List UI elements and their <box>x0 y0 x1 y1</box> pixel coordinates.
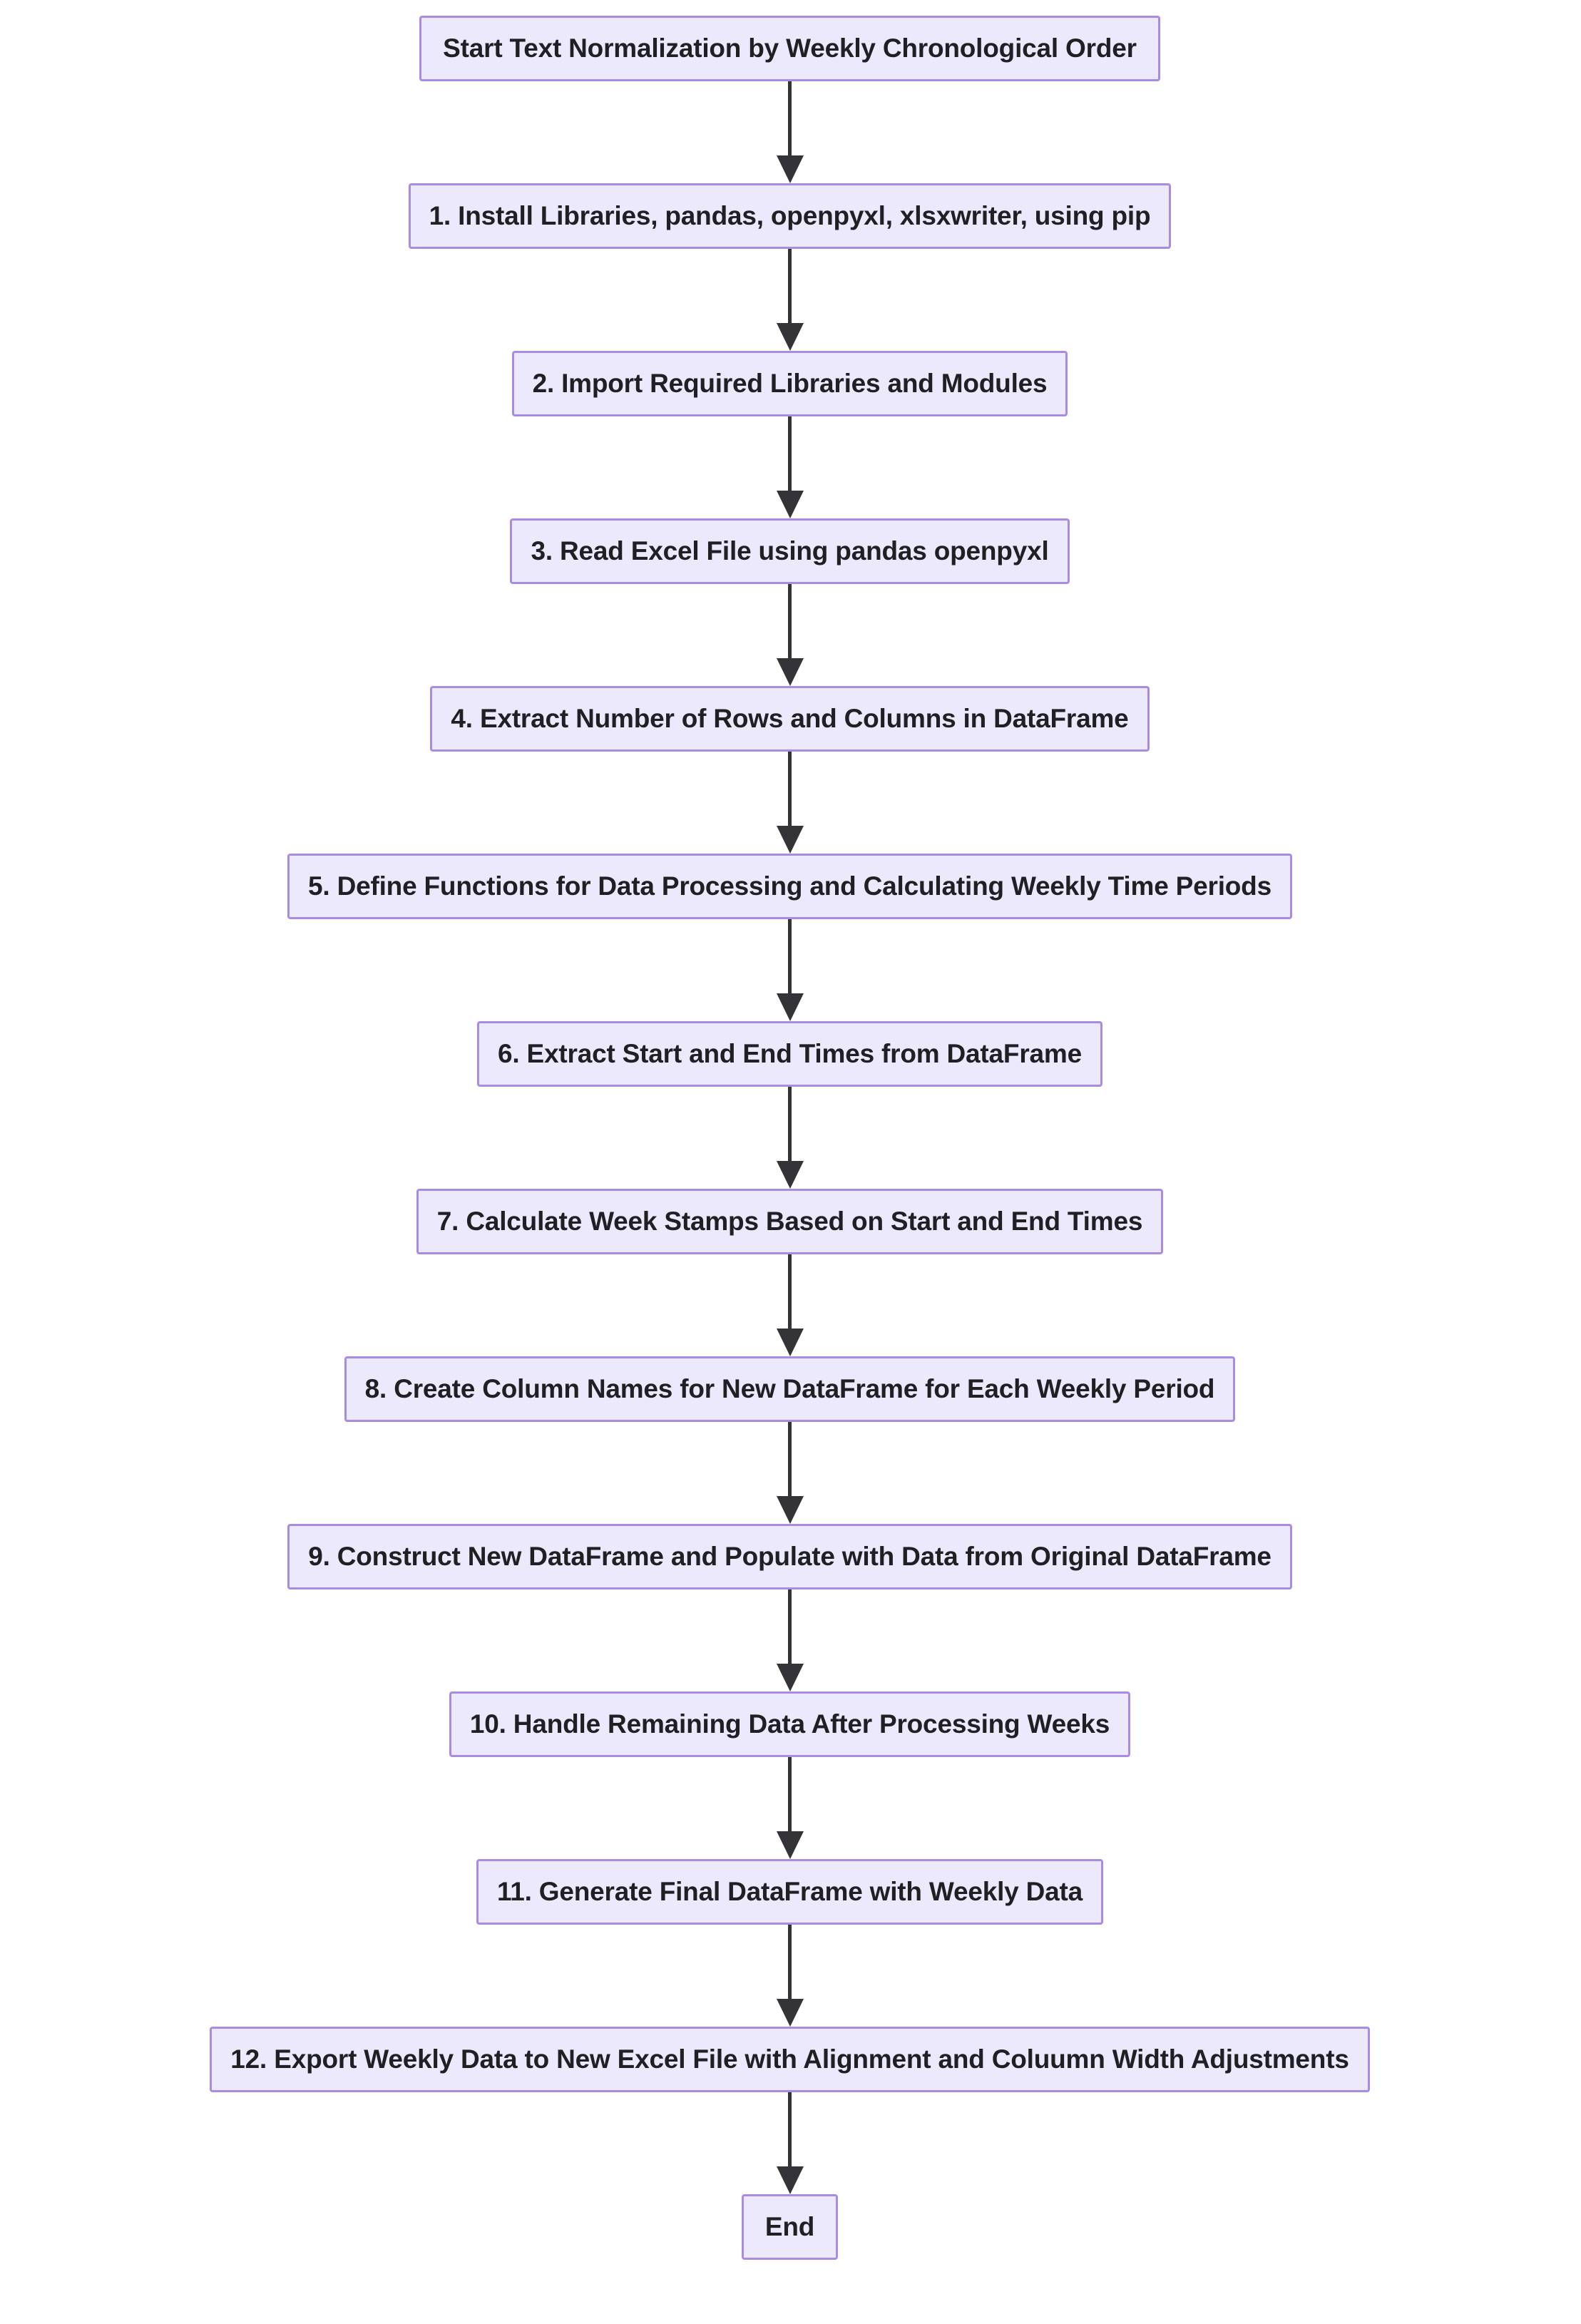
flow-node-label: End <box>764 2211 815 2241</box>
arrow-head-icon <box>776 993 804 1021</box>
connector-line <box>788 416 792 498</box>
flow-node-3[interactable]: 3. Read Excel File using pandas openpyxl <box>510 518 1070 584</box>
flow-connector-6-to-7 <box>769 1087 812 1189</box>
flow-node-label: 7. Calculate Week Stamps Based on Start … <box>436 1206 1143 1236</box>
arrow-head-icon <box>776 2166 804 2194</box>
flow-connector-2-to-3 <box>769 416 812 518</box>
flow-node-6[interactable]: 6. Extract Start and End Times from Data… <box>477 1021 1102 1087</box>
arrow-head-icon <box>776 1496 804 1524</box>
flow-node-label: Start Text Normalization by Weekly Chron… <box>443 33 1137 63</box>
flow-node-label: 3. Read Excel File using pandas openpyxl <box>531 536 1049 565</box>
arrow-head-icon <box>776 826 804 854</box>
connector-line <box>788 1254 792 1336</box>
connector-line <box>788 249 792 331</box>
flow-node-end[interactable]: End <box>741 2194 839 2260</box>
flow-node-4[interactable]: 4. Extract Number of Rows and Columns in… <box>430 686 1150 752</box>
flow-node-2[interactable]: 2. Import Required Libraries and Modules <box>511 351 1068 416</box>
flow-node-label: 1. Install Libraries, pandas, openpyxl, … <box>429 200 1151 230</box>
flow-connector-1-to-2 <box>769 249 812 351</box>
arrow-head-icon <box>776 1161 804 1189</box>
connector-line <box>788 2092 792 2174</box>
flow-node-start[interactable]: Start Text Normalization by Weekly Chron… <box>419 16 1160 81</box>
flow-node-label: 11. Generate Final DataFrame with Weekly… <box>496 1876 1083 1906</box>
arrow-head-icon <box>776 155 804 183</box>
arrow-head-icon <box>776 1329 804 1356</box>
flow-node-8[interactable]: 8. Create Column Names for New DataFrame… <box>344 1356 1236 1422</box>
connector-line <box>788 1087 792 1169</box>
flow-node-label: 4. Extract Number of Rows and Columns in… <box>451 703 1129 733</box>
flow-node-label: 8. Create Column Names for New DataFrame… <box>364 1373 1215 1403</box>
connector-line <box>788 752 792 834</box>
flow-node-label: 12. Export Weekly Data to New Excel File… <box>230 2044 1349 2074</box>
arrow-head-icon <box>776 658 804 686</box>
flow-node-7[interactable]: 7. Calculate Week Stamps Based on Start … <box>416 1189 1164 1254</box>
connector-line <box>788 584 792 666</box>
flow-connector-7-to-8 <box>769 1254 812 1356</box>
flow-node-label: 5. Define Functions for Data Processing … <box>308 871 1272 901</box>
flow-node-12[interactable]: 12. Export Weekly Data to New Excel File… <box>210 2027 1370 2092</box>
arrow-head-icon <box>776 1664 804 1691</box>
flow-connector-start-to-1 <box>769 81 812 183</box>
flow-node-11[interactable]: 11. Generate Final DataFrame with Weekly… <box>476 1859 1104 1925</box>
flow-node-label: 10. Handle Remaining Data After Processi… <box>469 1709 1110 1739</box>
arrow-head-icon <box>776 1831 804 1859</box>
connector-line <box>788 1757 792 1839</box>
flow-node-5[interactable]: 5. Define Functions for Data Processing … <box>287 854 1292 919</box>
flow-connector-12-to-end <box>769 2092 812 2194</box>
flow-node-label: 9. Construct New DataFrame and Populate … <box>308 1541 1272 1571</box>
flow-node-9[interactable]: 9. Construct New DataFrame and Populate … <box>287 1524 1292 1590</box>
flow-node-10[interactable]: 10. Handle Remaining Data After Processi… <box>449 1691 1131 1757</box>
arrow-head-icon <box>776 1999 804 2027</box>
connector-line <box>788 1422 792 1504</box>
connector-line <box>788 1925 792 2007</box>
arrow-head-icon <box>776 491 804 518</box>
flow-connector-4-to-5 <box>769 752 812 854</box>
connector-line <box>788 1590 792 1672</box>
flow-connector-8-to-9 <box>769 1422 812 1524</box>
flow-node-1[interactable]: 1. Install Libraries, pandas, openpyxl, … <box>408 183 1172 249</box>
flow-connector-3-to-4 <box>769 584 812 686</box>
connector-line <box>788 919 792 1001</box>
arrow-head-icon <box>776 323 804 351</box>
flow-connector-9-to-10 <box>769 1590 812 1691</box>
flow-connector-11-to-12 <box>769 1925 812 2027</box>
flow-node-label: 2. Import Required Libraries and Modules <box>532 368 1048 398</box>
flow-node-label: 6. Extract Start and End Times from Data… <box>498 1038 1082 1068</box>
flow-connector-5-to-6 <box>769 919 812 1021</box>
connector-line <box>788 81 792 163</box>
flow-connector-10-to-11 <box>769 1757 812 1859</box>
